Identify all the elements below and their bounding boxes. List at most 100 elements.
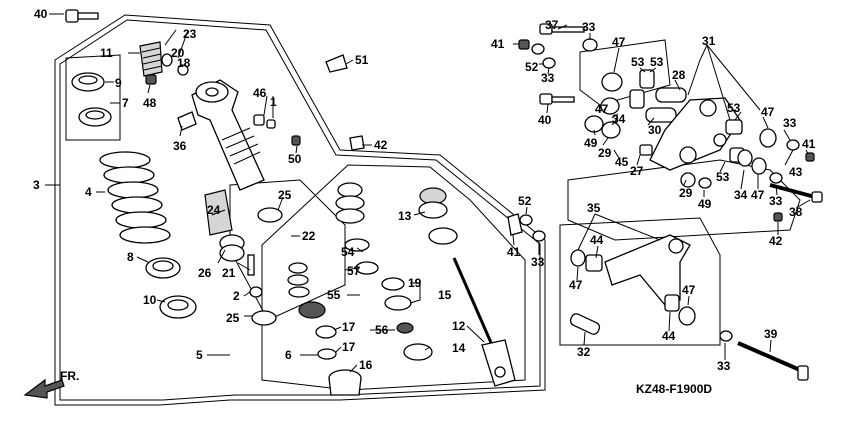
callout-12: 12 bbox=[452, 319, 466, 333]
callout-8: 8 bbox=[127, 250, 134, 264]
bushing-icon bbox=[145, 53, 189, 85]
callout-40b: 40 bbox=[538, 113, 552, 127]
callout-10: 10 bbox=[143, 293, 157, 307]
callout-44b: 44 bbox=[662, 329, 676, 343]
callout-29: 29 bbox=[598, 146, 612, 160]
bolt-39-icon bbox=[719, 330, 809, 381]
rubber-bumper-icon bbox=[335, 182, 379, 275]
callout-4: 4 bbox=[85, 185, 92, 199]
callout-25b: 25 bbox=[226, 311, 240, 325]
pillow-ball-icon bbox=[219, 234, 263, 298]
callout-28: 28 bbox=[672, 68, 686, 82]
connecting-rod-icon bbox=[570, 234, 696, 326]
callout-51: 51 bbox=[355, 53, 369, 67]
callout-41: 41 bbox=[491, 37, 505, 51]
callout-53b: 53 bbox=[650, 55, 664, 69]
callout-26: 26 bbox=[198, 266, 212, 280]
front-direction-arrow: FR. bbox=[23, 369, 79, 399]
lock-nut-icon bbox=[71, 72, 112, 127]
callout-24: 24 bbox=[207, 203, 221, 217]
seal-ring-icon bbox=[315, 325, 362, 396]
bearing-icon bbox=[584, 69, 655, 139]
callout-50: 50 bbox=[288, 152, 302, 166]
callout-19: 19 bbox=[408, 276, 422, 290]
callout-15: 15 bbox=[438, 288, 452, 302]
callout-53d: 53 bbox=[716, 170, 730, 184]
callout-27: 27 bbox=[630, 164, 644, 178]
shock-arm-icon bbox=[649, 97, 741, 171]
callout-43: 43 bbox=[789, 165, 803, 179]
callout-34b: 34 bbox=[734, 188, 748, 202]
callout-39: 39 bbox=[764, 327, 778, 341]
circlip-icon bbox=[251, 207, 283, 326]
callout-5: 5 bbox=[196, 348, 203, 362]
callout-22: 22 bbox=[302, 229, 316, 243]
callout-6: 6 bbox=[285, 348, 292, 362]
callout-labels: 40 11 23 20 18 9 7 48 3 4 8 10 5 36 46 1… bbox=[33, 7, 816, 373]
callout-57: 57 bbox=[347, 264, 361, 278]
callout-53: 53 bbox=[631, 55, 645, 69]
callout-23: 23 bbox=[183, 27, 197, 41]
callout-29b: 29 bbox=[679, 186, 693, 200]
shock-absorber-body-icon bbox=[191, 79, 265, 191]
callout-54: 54 bbox=[341, 245, 355, 259]
callout-47e: 47 bbox=[569, 278, 583, 292]
callout-11: 11 bbox=[100, 46, 113, 60]
callout-3: 3 bbox=[33, 178, 40, 192]
callout-47f: 47 bbox=[682, 283, 696, 297]
callout-7: 7 bbox=[122, 96, 129, 110]
diagram-code: KZ48-F1900D bbox=[636, 382, 712, 396]
rear-shock-parts bbox=[65, 9, 365, 326]
callout-33: 33 bbox=[582, 20, 596, 34]
shock-spring-icon bbox=[99, 151, 171, 244]
callout-33b: 33 bbox=[541, 71, 555, 85]
callout-48: 48 bbox=[143, 96, 157, 110]
adjuster-knob-icon bbox=[418, 187, 458, 245]
pivot-collar-icon bbox=[639, 87, 687, 156]
callout-16: 16 bbox=[359, 358, 373, 372]
callout-33f: 33 bbox=[717, 359, 731, 373]
callout-33e: 33 bbox=[531, 255, 545, 269]
callout-14: 14 bbox=[452, 341, 466, 355]
callout-21: 21 bbox=[222, 266, 236, 280]
callout-25: 25 bbox=[278, 188, 292, 202]
callout-17: 17 bbox=[342, 320, 356, 334]
callout-31: 31 bbox=[702, 34, 716, 48]
callout-36: 36 bbox=[173, 139, 187, 153]
bolt-38-icon bbox=[769, 183, 823, 222]
bump-rubber-stack-icon bbox=[287, 262, 326, 319]
callout-13: 13 bbox=[398, 209, 412, 223]
bolt-37-icon bbox=[539, 23, 598, 52]
callout-20: 20 bbox=[171, 46, 185, 60]
collar-icon bbox=[177, 111, 365, 151]
callout-34: 34 bbox=[612, 112, 626, 126]
callout-42b: 42 bbox=[769, 234, 783, 248]
callout-47: 47 bbox=[612, 35, 626, 49]
callout-35: 35 bbox=[587, 201, 601, 215]
callout-44: 44 bbox=[590, 233, 604, 247]
callout-49b: 49 bbox=[698, 197, 712, 211]
spring-seat-icon bbox=[145, 257, 197, 319]
callout-17b: 17 bbox=[342, 340, 356, 354]
callout-49: 49 bbox=[584, 136, 598, 150]
leader-lines bbox=[45, 13, 811, 373]
callout-41c: 41 bbox=[802, 137, 816, 151]
callout-30: 30 bbox=[648, 123, 662, 137]
callout-47b: 47 bbox=[595, 102, 609, 116]
callout-41b: 41 bbox=[507, 245, 521, 259]
callout-53c: 53 bbox=[727, 101, 741, 115]
cap-icon bbox=[325, 54, 348, 73]
damper-rod-icon bbox=[452, 257, 516, 387]
direction-label: FR. bbox=[60, 369, 79, 383]
callout-2: 2 bbox=[233, 289, 240, 303]
callout-42: 42 bbox=[374, 138, 388, 152]
callout-40: 40 bbox=[34, 7, 48, 21]
arm-bearing-icon bbox=[680, 119, 815, 189]
damper-parts bbox=[287, 182, 516, 396]
callout-46: 46 bbox=[253, 86, 267, 100]
callout-33d: 33 bbox=[769, 194, 783, 208]
bolt-40b-icon bbox=[539, 93, 575, 105]
callout-45: 45 bbox=[615, 155, 629, 169]
collar-32-icon bbox=[569, 313, 601, 335]
